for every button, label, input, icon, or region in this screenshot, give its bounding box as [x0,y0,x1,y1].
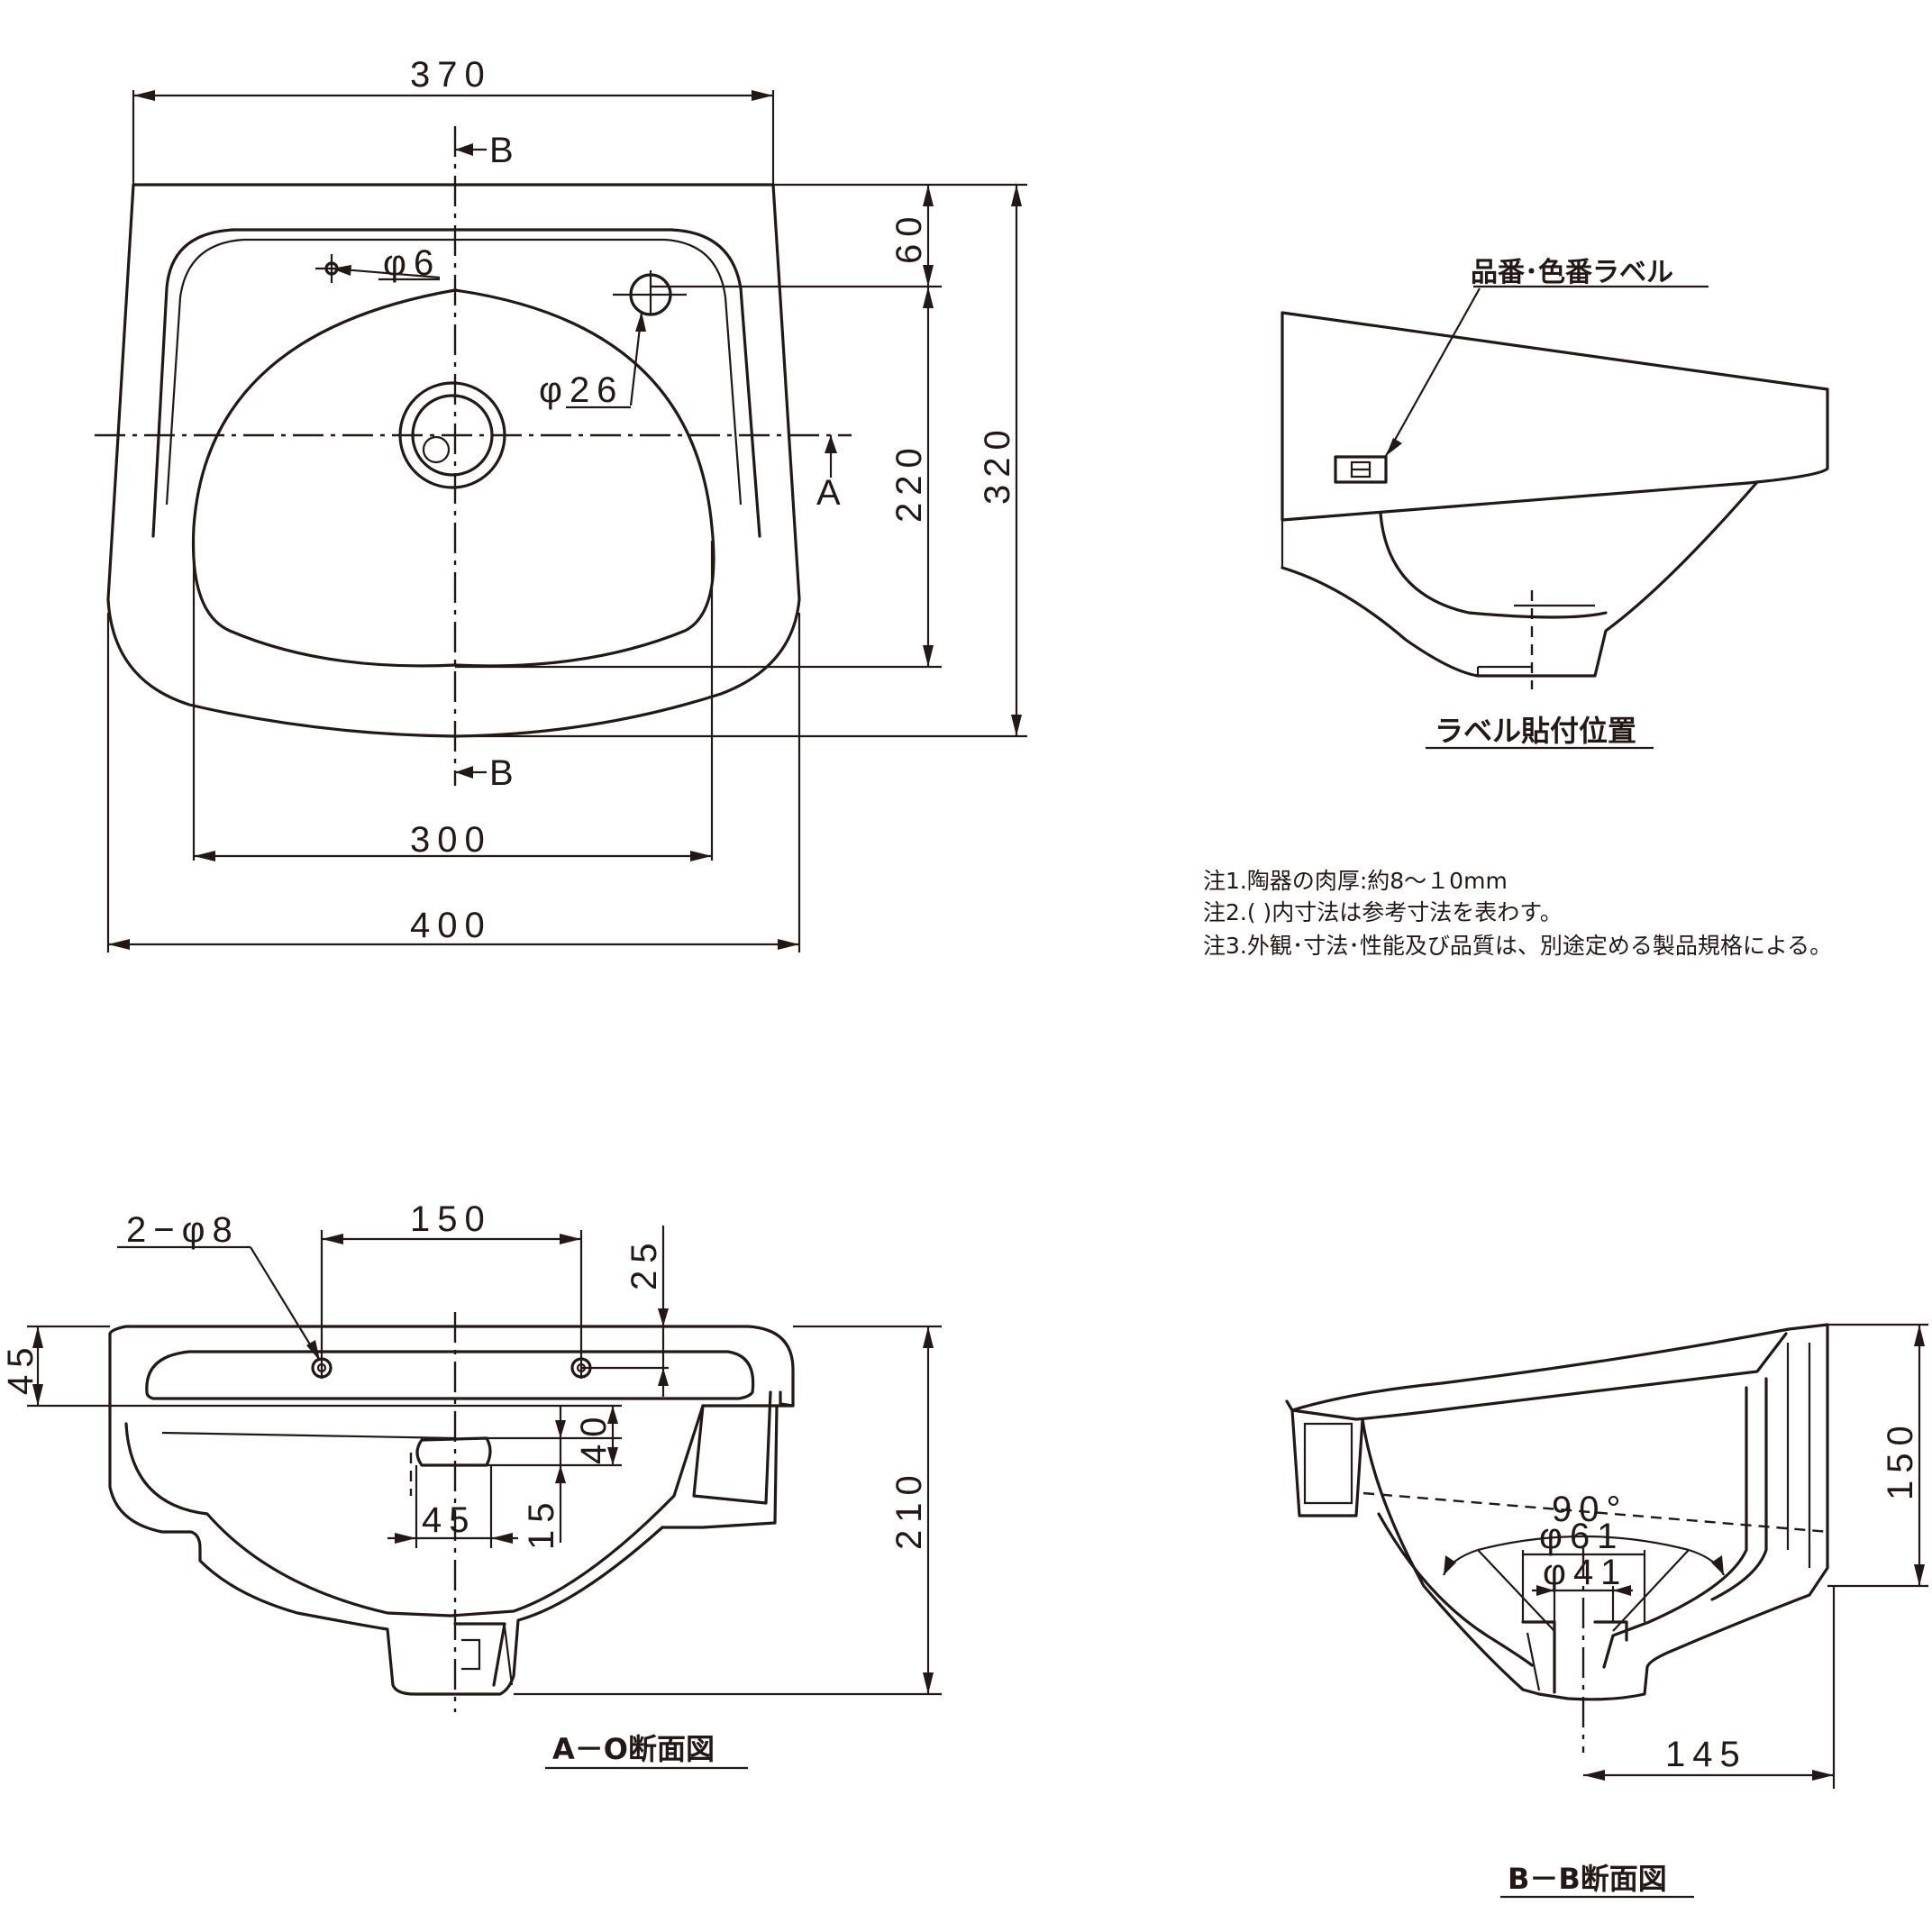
dim-300: 300 [410,820,492,860]
dim-320: 320 [978,423,1017,505]
ao-rim [108,1325,795,1408]
dim-400: 400 [410,906,492,945]
label-90deg: 90° [1552,1490,1628,1529]
angle-arc [1477,1535,1690,1552]
plan-rim-outline-inner [165,238,743,506]
plan-view: B B A 370 300 400 60 [95,55,1027,952]
dim-150-ao: 150 [410,1199,492,1239]
bb-caption: B－B断面図 [1508,1862,1667,1896]
side-caption: ラベル貼付位置 [1435,714,1636,748]
label-sticker [1334,455,1388,484]
note-3: 注3.外観･寸法･性能及び品質は、別途定める製品規格による。 [1203,933,1832,959]
dim-145: 145 [1665,1735,1747,1774]
section-ao: 150 2−φ8 25 45 40 15 [1,1199,942,1770]
drain-inner [422,435,451,464]
dim-40: 40 [574,1410,614,1465]
side-bowl [1280,480,1759,678]
dim-45-bottom: 45 [422,1500,477,1540]
dim-15: 15 [522,1496,561,1551]
section-bb: 90° φ61 φ41 150 145 B－B断面図 [1285,1323,1928,1899]
bb-hidden-line [1362,1491,1830,1534]
side-view: 品番･色番ラベル ラベル貼付位置 [1280,257,1829,750]
notes: 注1.陶器の肉厚:約8～１0mm 注2.( )内寸法は参考寸法を表わす。 注3.… [1203,868,1832,959]
ao-body [108,1332,664,1696]
dim-25: 25 [624,1236,664,1291]
plan-bowl [191,288,715,668]
dim-220: 220 [889,441,929,523]
plan-outer-outline [106,183,801,738]
section-b-marker-bottom: B [489,753,521,793]
section-b-marker-top: B [489,131,521,170]
dim-210: 210 [889,1468,929,1550]
dim-60: 60 [889,210,929,265]
ao-caption: A－O断面図 [552,1732,715,1766]
label-phi6: φ6 [383,243,441,283]
section-a-marker: A [816,473,848,513]
label-phi61: φ61 [1539,1517,1624,1556]
label-note: 品番･色番ラベル [1471,257,1673,288]
dim-45-left: 45 [1,1341,41,1396]
label-phi41: φ41 [1543,1553,1627,1592]
ao-overflow-slot [415,1436,492,1467]
dim-370: 370 [410,55,492,95]
note-2: 注2.( )内寸法は参考寸法を表わす。 [1203,899,1563,925]
side-outline [1280,311,1829,522]
label-2-phi8: 2−φ8 [126,1210,240,1250]
plan-rim-outline [151,228,761,538]
bb-outline [1285,1323,1829,1701]
note-1: 注1.陶器の肉厚:約8～１0mm [1203,868,1508,894]
label-phi26: φ26 [539,370,624,410]
dim-150-bb: 150 [1881,1418,1920,1500]
